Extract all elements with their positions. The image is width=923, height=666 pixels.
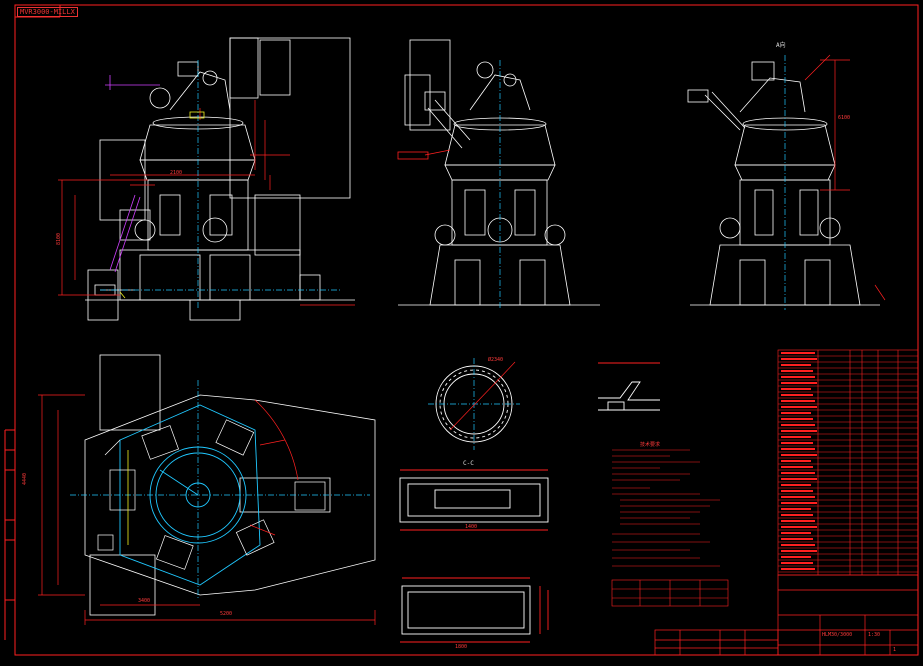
dim-plate-len: 1400: [465, 524, 478, 530]
title-sheet: 1: [893, 647, 897, 653]
parts-row-text: [781, 526, 817, 528]
top-view-dims: [38, 394, 376, 625]
parts-row-text: [781, 508, 811, 510]
parts-row-text: [781, 544, 815, 546]
dim-top-width: 5200: [220, 611, 233, 617]
dim-front-base: 2100: [170, 170, 183, 176]
parts-row-text: [781, 556, 811, 558]
section-c-label: C-C: [463, 460, 474, 467]
sheet-border: [14, 4, 919, 656]
parts-row-text: [781, 436, 811, 438]
parts-row-text: [781, 424, 815, 426]
parts-row-text: [781, 478, 817, 480]
parts-row-text: [781, 520, 815, 522]
small-table: [611, 579, 729, 607]
parts-row-text: [781, 454, 817, 456]
parts-row-text: [781, 364, 811, 366]
parts-row-text: [781, 394, 813, 396]
parts-row-text: [781, 550, 817, 552]
parts-row-text: [781, 442, 813, 444]
parts-row-text: [781, 514, 813, 516]
dim-top-side: 3400: [138, 598, 151, 604]
plate-section: [399, 469, 549, 531]
title-scale: 1:30: [868, 632, 881, 638]
parts-row-text: [781, 400, 815, 402]
parts-row-text: [781, 412, 811, 414]
dim-ring-dia: Ø2340: [488, 357, 504, 363]
parts-row-text: [781, 358, 817, 360]
parts-row-text: [781, 472, 815, 474]
plate2-section: [400, 577, 549, 643]
parts-row-text: [781, 382, 817, 384]
title-code: HLM30/3000: [822, 632, 853, 638]
dim-right-height: 6100: [838, 115, 851, 121]
front-view-pipes: [105, 75, 160, 273]
side-view: [398, 39, 600, 306]
parts-row-text: [781, 352, 815, 354]
parts-row-text: [781, 532, 811, 534]
drawing-tag: MVR3000-MILLX: [17, 7, 78, 17]
parts-row-text: [781, 430, 817, 432]
parts-row-text: [781, 418, 813, 420]
parts-row-text: [781, 376, 815, 378]
dim-plate2-len: 1800: [455, 644, 468, 650]
weld-detail: [598, 362, 660, 411]
parts-row-text: [781, 502, 817, 504]
parts-row-text: [781, 490, 813, 492]
parts-row-text: [781, 538, 813, 540]
parts-row-text: [781, 448, 815, 450]
top-view-detail: [97, 419, 326, 570]
dim-top-height: 4440: [22, 472, 28, 485]
view-a-label: A向: [776, 42, 786, 49]
parts-row-text: [781, 562, 813, 564]
parts-row-text: [781, 568, 815, 570]
notes-title: 技术要求: [640, 442, 661, 448]
parts-row-text: [781, 466, 813, 468]
top-view: [84, 354, 376, 616]
side-view-callout: [397, 149, 451, 160]
parts-row-text: [781, 370, 813, 372]
parts-row-text: [781, 484, 811, 486]
a-view-dims: [804, 54, 886, 301]
parts-row-text: [781, 388, 811, 390]
notes-block: [612, 449, 720, 567]
front-view-dims: [58, 100, 355, 306]
dim-front-height: 8100: [56, 232, 62, 245]
parts-row-text: [781, 460, 811, 462]
parts-row-text: [781, 406, 817, 408]
parts-row-text: [781, 496, 815, 498]
title-block: [654, 574, 919, 656]
front-view-centerlines: [100, 60, 340, 310]
